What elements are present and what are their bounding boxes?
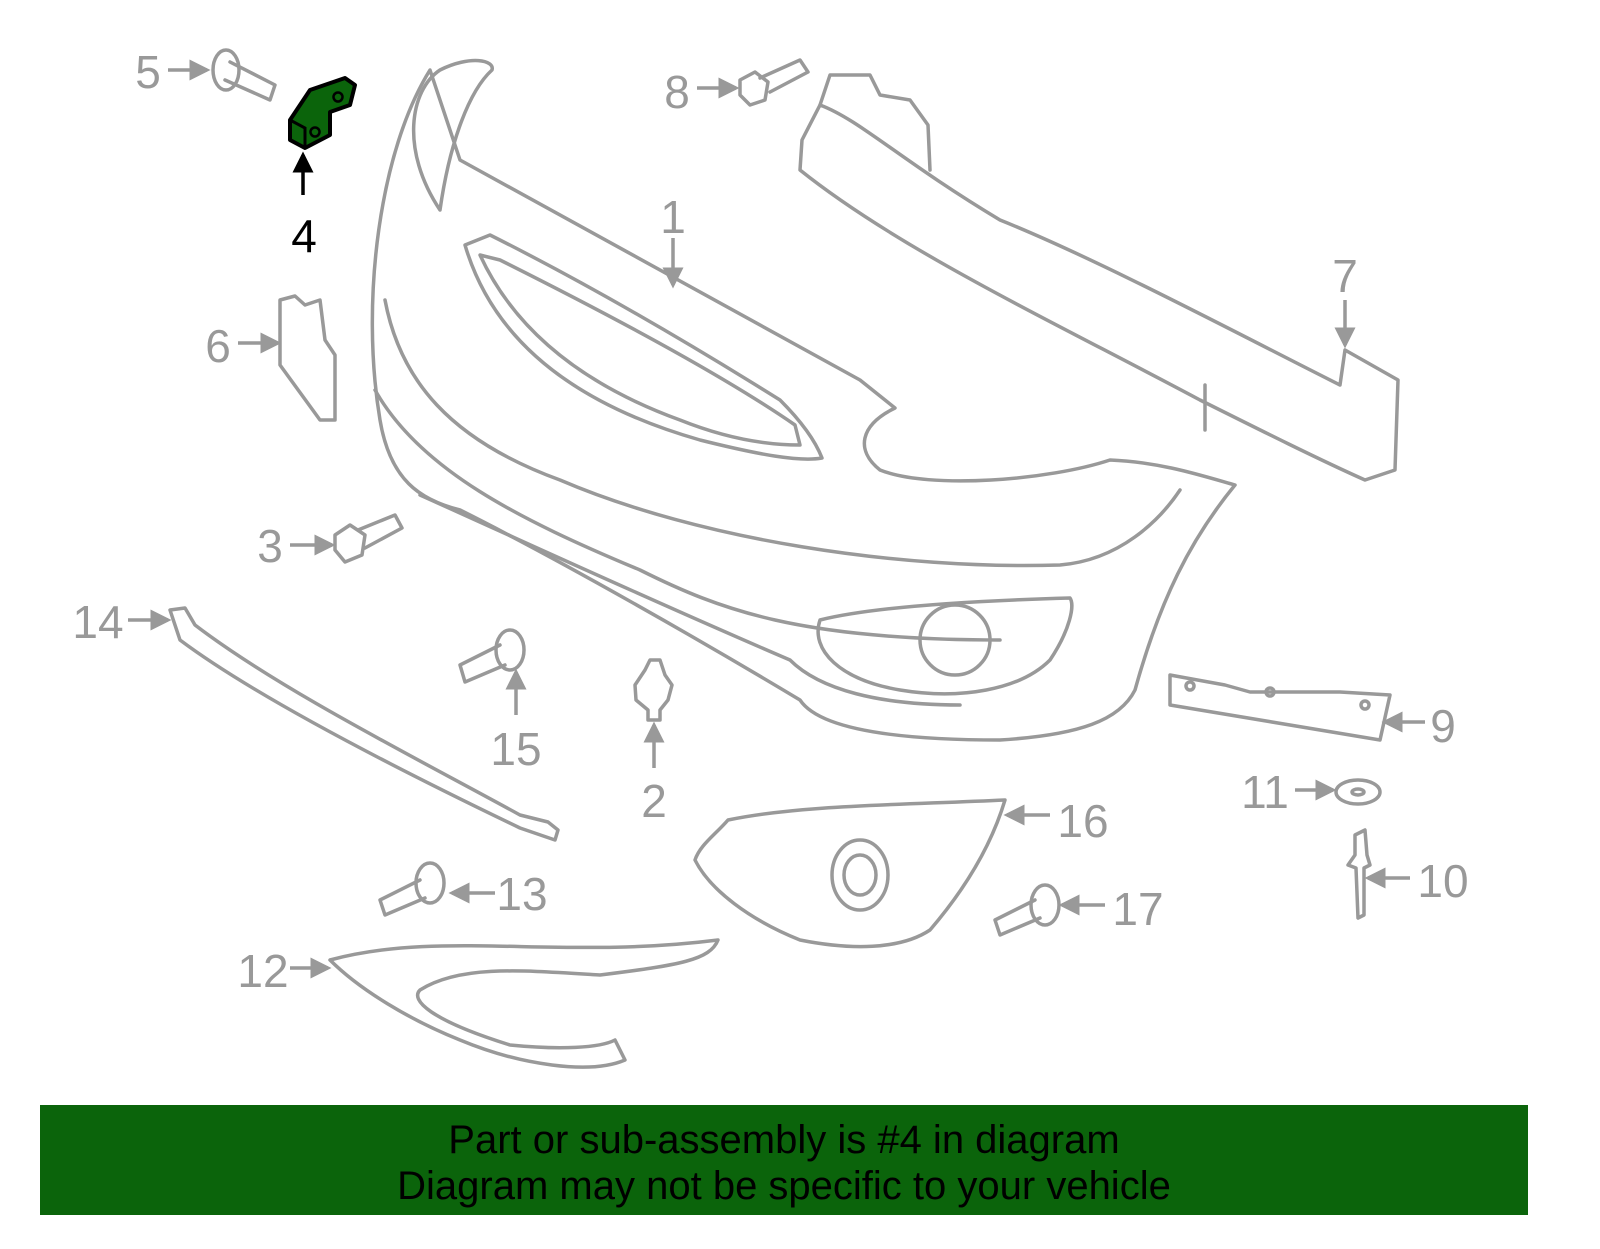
callout-1[interactable]: 1 [660,191,686,243]
callout-17[interactable]: 17 [1112,883,1163,935]
callout-10[interactable]: 10 [1417,855,1468,907]
bumper-cover[interactable] [370,58,1237,742]
banner-line-2: Diagram may not be specific to your vehi… [397,1164,1171,1208]
bumper-reinforcement[interactable] [798,73,1400,482]
callout-arrows [128,59,1425,979]
part-10-rivet[interactable] [1346,828,1372,920]
callout-13[interactable]: 13 [496,868,547,920]
callout-11[interactable]: 11 [1241,766,1289,818]
part-2-clip[interactable] [633,658,674,722]
callout-14[interactable]: 14 [72,596,123,648]
part-6-pad[interactable] [278,294,337,422]
part-14-absorber[interactable] [168,606,560,842]
part-8-bolt[interactable] [738,58,810,107]
info-banner: Part or sub-assembly is #4 in diagram Di… [40,1105,1528,1215]
part-9-bracket[interactable] [1168,673,1392,742]
callout-2[interactable]: 2 [641,775,667,827]
part-4-bracket-highlighted[interactable] [288,76,357,150]
part-17-screw[interactable] [993,883,1061,937]
banner-line-1: Part or sub-assembly is #4 in diagram [448,1118,1120,1162]
part-12-garnish[interactable] [328,938,720,1069]
callout-16[interactable]: 16 [1057,795,1108,847]
part-11-washer[interactable] [1334,778,1382,806]
part-5-screw[interactable] [211,48,277,102]
callout-6[interactable]: 6 [205,320,231,372]
callout-7[interactable]: 7 [1332,250,1358,302]
callout-8[interactable]: 8 [664,66,690,118]
callout-15[interactable]: 15 [490,723,541,775]
part-16-fog-bezel[interactable] [693,798,1007,949]
callout-12[interactable]: 12 [237,945,288,997]
part-13-screw[interactable] [378,861,446,917]
part-3-bolt[interactable] [333,513,404,564]
callout-5[interactable]: 5 [135,46,161,98]
callout-9[interactable]: 9 [1430,700,1456,752]
callout-4[interactable]: 4 [291,210,317,262]
callout-3[interactable]: 3 [257,520,283,572]
